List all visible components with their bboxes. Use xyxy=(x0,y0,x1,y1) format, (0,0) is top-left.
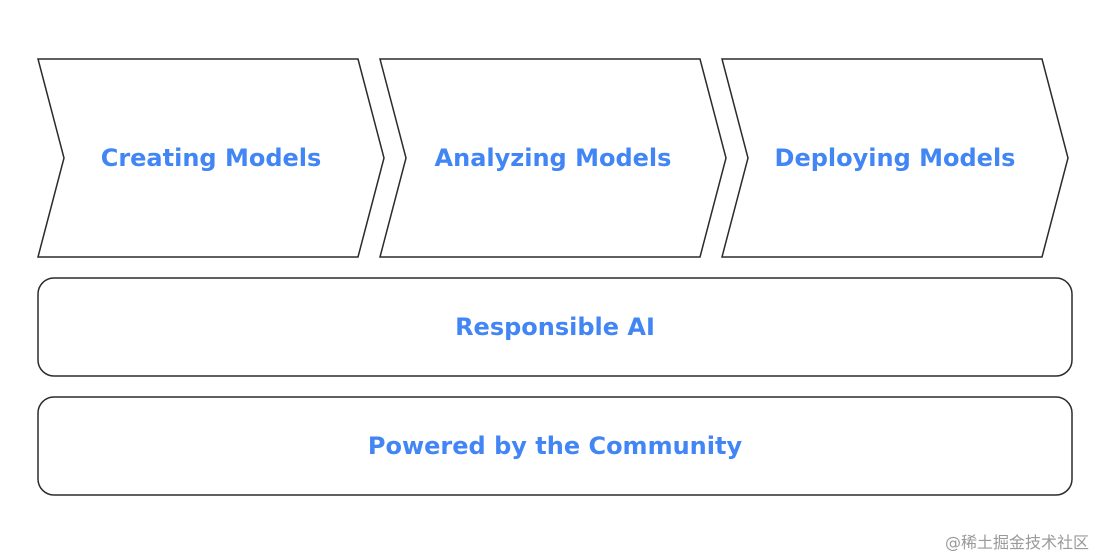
stage-label: Analyzing Models xyxy=(435,144,672,172)
stage-deploying-models: Deploying Models xyxy=(721,58,1069,258)
layer-label: Powered by the Community xyxy=(368,432,743,460)
layer-powered-by-community: Powered by the Community xyxy=(37,396,1073,496)
chevron-shape xyxy=(37,58,385,258)
layer-label: Responsible AI xyxy=(455,313,655,341)
stage-creating-models: Creating Models xyxy=(37,58,385,258)
layer-box xyxy=(37,396,1073,496)
stage-label: Creating Models xyxy=(101,144,322,172)
chevron-shape xyxy=(379,58,727,258)
layer-responsible-ai: Responsible AI xyxy=(37,277,1073,377)
watermark-text: @稀土掘金技术社区 xyxy=(944,533,1089,552)
layer-box xyxy=(37,277,1073,377)
stage-analyzing-models: Analyzing Models xyxy=(379,58,727,258)
chevron-shape xyxy=(721,58,1069,258)
stage-label: Deploying Models xyxy=(775,144,1016,172)
